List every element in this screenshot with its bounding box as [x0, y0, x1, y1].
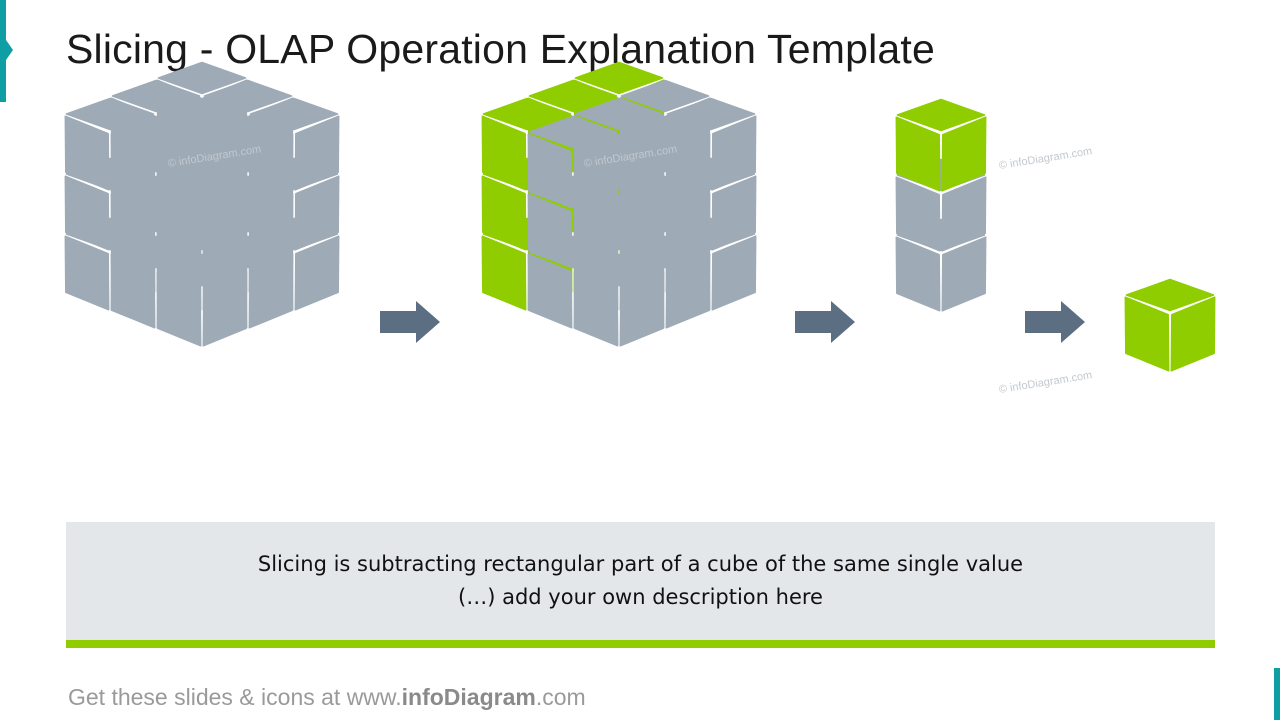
cube-0-0-2-top [896, 98, 986, 132]
cube-2-2-2-left [573, 151, 619, 227]
cube-2-0-0-left [64, 235, 110, 311]
slide-title: Slicing - OLAP Operation Explanation Tem… [66, 26, 935, 72]
cube-2-0-1-left [481, 175, 527, 251]
cube-2-2-2-top [574, 133, 664, 167]
cube-2-1-2-top [111, 115, 201, 149]
column-stack [895, 98, 987, 312]
cube-0-0-0-right [941, 236, 987, 312]
cube-2-0-2-top [482, 97, 572, 131]
cube-0-0-2-top [157, 61, 247, 95]
cube-0-0-1-left [895, 176, 941, 252]
cube-1-2-0-right [248, 253, 294, 329]
cube-0-2-1-right [294, 175, 340, 251]
cube-0-0-0-left [1124, 296, 1170, 372]
cube-1-1-2-top [574, 97, 664, 131]
cube-1-0-2-top [528, 79, 618, 113]
cube-2-2-1-left [156, 211, 202, 287]
description-box: Slicing is subtracting rectangular part … [66, 522, 1215, 640]
cube-1-2-0-right [665, 253, 711, 329]
cube-0-0-0-left [895, 236, 941, 312]
cube-0-0-2-left [895, 116, 941, 192]
cube-2-2-1-right [619, 211, 665, 287]
cube-2-2-1-right [202, 211, 248, 287]
corner-accent-bar [1274, 668, 1280, 720]
cube-2-2-2-top [157, 133, 247, 167]
single-cube [1124, 278, 1216, 372]
footer-brand: infoDiagram [401, 684, 536, 710]
cube-0-0-2-right [941, 116, 987, 192]
description-underline [66, 640, 1215, 648]
cube-2-2-2-right [202, 151, 248, 227]
cube-2-2-0-right [619, 271, 665, 347]
cube-2-1-0-left [527, 253, 573, 329]
cube-0-2-1-right [711, 175, 757, 251]
footer-prefix: Get these slides & icons at www. [68, 684, 402, 710]
description-placeholder: (…) add your own description here [458, 585, 823, 609]
cube-2-0-0-left [481, 235, 527, 311]
cube-2-0-2-top [65, 97, 155, 131]
cube-1-2-2-top [203, 115, 293, 149]
cube-0-2-0-right [711, 235, 757, 311]
cube-0-2-2-top [249, 97, 339, 131]
cube-2-1-2-left [110, 133, 156, 209]
cube-2-0-2-left [64, 115, 110, 191]
cube-2-1-2-top [528, 115, 618, 149]
arrow-right-icon [380, 301, 440, 343]
cube-2-2-0-right [202, 271, 248, 347]
cube-1-2-1-right [248, 193, 294, 269]
cube-2-1-0-left [110, 253, 156, 329]
cube-2-2-1-left [573, 211, 619, 287]
cube-0-2-2-right [294, 115, 340, 191]
cube-2-2-2-left [156, 151, 202, 227]
description-text: Slicing is subtracting rectangular part … [257, 552, 1024, 576]
cube-1-1-2-top [157, 97, 247, 131]
cube-0-0-2-top [574, 61, 664, 95]
full-cube [64, 61, 340, 347]
cube-2-0-2-left [481, 115, 527, 191]
cube-2-0-1-left [64, 175, 110, 251]
cube-2-1-1-left [110, 193, 156, 269]
footer-credit: Get these slides & icons at www.infoDiag… [68, 684, 586, 711]
cube-0-2-2-right [711, 115, 757, 191]
cube-2-1-1-left [527, 193, 573, 269]
cube-0-0-0-top [1125, 278, 1215, 312]
cube-1-2-2-top [620, 115, 710, 149]
arrow-right-icon [795, 301, 855, 343]
cube-2-2-2-right [619, 151, 665, 227]
cube-2-2-0-left [573, 271, 619, 347]
footer-suffix: .com [535, 684, 586, 710]
left-accent-bar [0, 0, 6, 102]
cube-0-1-2-top [620, 79, 710, 113]
arrow-right-icon [1025, 301, 1085, 343]
cube-1-2-2-right [248, 133, 294, 209]
cube-2-1-2-left [527, 133, 573, 209]
left-accent-notch [6, 40, 13, 60]
cube-1-0-2-top [111, 79, 201, 113]
cube-0-0-1-right [941, 176, 987, 252]
cube-0-2-0-right [294, 235, 340, 311]
cube-0-1-2-top [203, 79, 293, 113]
cube-1-2-1-right [665, 193, 711, 269]
cube-0-2-2-top [666, 97, 756, 131]
cube-2-2-0-left [156, 271, 202, 347]
cube-1-2-2-right [665, 133, 711, 209]
sliced-cube [481, 61, 757, 347]
cube-0-0-0-right [1170, 296, 1216, 372]
olap-slicing-diagram [64, 61, 1216, 372]
